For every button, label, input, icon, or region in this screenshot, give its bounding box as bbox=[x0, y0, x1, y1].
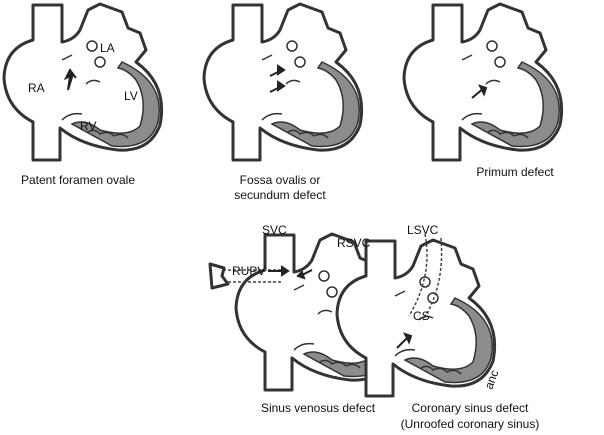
panel-primum-defect: Primum defect bbox=[402, 2, 564, 179]
caption: Sinus venosus defect bbox=[261, 401, 376, 415]
lsvc-dashed bbox=[408, 233, 443, 321]
arrow-icon bbox=[269, 64, 286, 93]
label-rsvc: RSVC bbox=[337, 236, 371, 250]
caption-line-1: Fossa ovalis or bbox=[240, 173, 321, 187]
panel-coronary-sinus-defect: CS RSVC LSVC anc Coronary sinus defect (… bbox=[335, 223, 540, 431]
arrow-icon bbox=[63, 68, 77, 91]
panel-secundum-defect: Fossa ovalis or secundum defect bbox=[202, 2, 364, 202]
label-rv: RV bbox=[80, 119, 96, 133]
label-la: LA bbox=[100, 41, 115, 55]
rupv-vessel bbox=[208, 262, 230, 290]
arrow-icon bbox=[268, 265, 290, 277]
arrow-icon bbox=[396, 332, 413, 349]
label-cs: CS bbox=[413, 309, 430, 323]
heart-outline bbox=[402, 2, 564, 162]
arrow-icon bbox=[471, 84, 488, 99]
pulmonary-vein-dashed bbox=[218, 269, 282, 283]
caption: Patent foramen ovale bbox=[21, 173, 135, 187]
label-lsvc: LSVC bbox=[407, 223, 439, 237]
caption-line-2: secundum defect bbox=[234, 188, 326, 202]
caption: Primum defect bbox=[476, 165, 554, 179]
label-ra: RA bbox=[28, 81, 45, 95]
label-svc: SVC bbox=[262, 223, 287, 237]
artist-signature: anc bbox=[482, 368, 502, 391]
panel-sinus-venosus-defect: SVC RUPV Sinus venosus defect bbox=[208, 223, 396, 415]
panel-patent-foramen-ovale: LA RA LV RV Patent foramen ovale bbox=[2, 2, 164, 187]
label-rupv: RUPV bbox=[232, 264, 265, 278]
label-lv: LV bbox=[124, 89, 138, 103]
caption-line-1: Coronary sinus defect bbox=[412, 401, 529, 415]
heart-outline bbox=[202, 2, 364, 162]
arrow-icon bbox=[296, 269, 313, 280]
caption-line-2: (Unroofed coronary sinus) bbox=[401, 417, 540, 431]
